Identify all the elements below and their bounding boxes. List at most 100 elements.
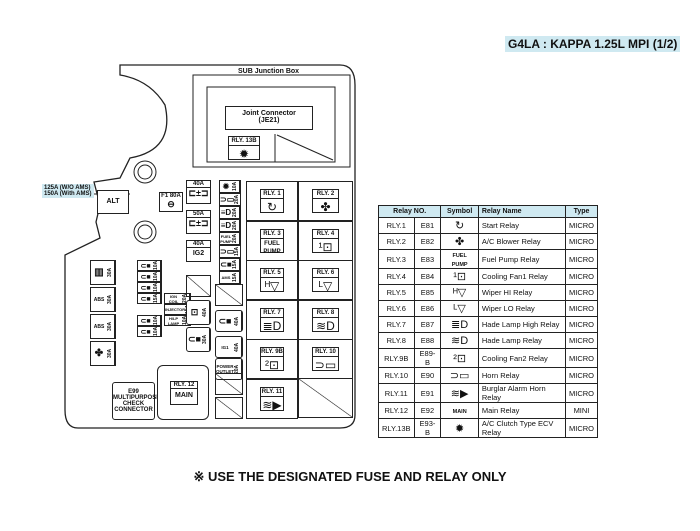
relay-no-cell: RLY.6 xyxy=(378,300,415,317)
relay-13b-label: RLY. 13B xyxy=(229,137,259,146)
relay-rly8[interactable]: RLY. 8≋D xyxy=(298,299,353,340)
relay-label: RLY. 6 xyxy=(313,269,338,278)
mini-fuse[interactable]: ⊂■10A xyxy=(137,326,162,337)
symbol-cell: ²⊡ xyxy=(440,348,479,368)
type-cell: MICRO xyxy=(564,332,599,349)
symbol-cell: ≋D xyxy=(440,332,479,349)
fuse-ac-clutch[interactable]: ✹10A xyxy=(219,180,241,193)
relay-13b[interactable]: RLY. 13B ✹ xyxy=(228,136,260,161)
fuse-left[interactable]: ✤30A xyxy=(90,341,116,366)
mini-fuse[interactable]: ⊂■10A xyxy=(137,271,162,282)
fuse-icon: ⊂■ xyxy=(140,284,151,292)
mini-fuse[interactable]: ⊂■10A xyxy=(137,282,162,293)
fuel-pump-icon: FUEL PUMP xyxy=(220,233,232,244)
fuel-pump-icon: FUEL PUMP xyxy=(451,253,468,268)
fuse-mid[interactable]: ⊂■30A xyxy=(186,327,211,352)
wiper-lo-icon: ᴸ▽ xyxy=(453,303,466,315)
ac-clutch-icon: ✹ xyxy=(455,422,465,435)
cooling-fan-2-icon: ²⊡ xyxy=(453,352,467,365)
header-symbol: Symbol xyxy=(440,205,479,218)
relay-label: RLY. 10 xyxy=(313,348,338,357)
fuse-rating: 10A xyxy=(153,260,161,270)
relay-name-cell: Cooling Fan2 Relay xyxy=(477,348,566,368)
fuse-battery[interactable]: ⊂■15A xyxy=(219,258,241,271)
relay-12[interactable]: RLY. 12 MAIN xyxy=(157,365,209,420)
battery-icon: ⊏±⊐ xyxy=(188,218,209,228)
fuse-rating: 30A xyxy=(107,288,115,311)
type-cell: MICRO xyxy=(564,268,599,285)
fuse-mid[interactable]: ⊂■40A xyxy=(215,310,243,332)
relay-rly2[interactable]: RLY. 2✤ xyxy=(298,181,353,221)
fuse-left[interactable]: ▥30A xyxy=(90,260,116,285)
fuse-rating: 10A xyxy=(232,181,240,192)
fuse-horn[interactable]: ⊃▭15A xyxy=(219,245,242,258)
e99-multipurpose-check-connector[interactable]: E99 MULTIPURPOSE CHECK CONNECTOR xyxy=(112,382,160,420)
connector-cell: E83 xyxy=(413,249,442,269)
fuse-50a[interactable]: 50A⊏±⊐ xyxy=(186,210,211,234)
relay-rly7[interactable]: RLY. 7≣D xyxy=(246,299,298,340)
fuse-rating: 30A xyxy=(107,261,115,284)
empty-slot xyxy=(215,397,243,419)
start-icon: ↻ xyxy=(455,220,465,232)
fuse-horn[interactable]: ⊃▭20A xyxy=(219,193,242,206)
mini-fuse[interactable]: ⊂■10A xyxy=(137,315,162,326)
fuse-label: IGN COIL xyxy=(168,293,179,304)
relay-rly10[interactable]: RLY. 10⊃▭ xyxy=(298,339,353,379)
lamp-icon: ≡D xyxy=(220,208,232,217)
abs-icon: ABS xyxy=(93,323,105,330)
wiper-hi-icon: ᴴ▽ xyxy=(453,287,467,299)
battery-icon: ⊂■ xyxy=(220,260,232,269)
cooling-fan-1-icon: ¹⊡ xyxy=(318,239,333,254)
fuse-rating: 40A xyxy=(234,311,242,331)
relay-rly1[interactable]: RLY. 1↻ xyxy=(246,181,298,221)
relay-name-cell: Wiper LO Relay xyxy=(477,300,566,317)
mini-fuse[interactable]: ⊂■15A xyxy=(137,293,162,304)
wiper-hi-icon: ᴴ▽ xyxy=(264,279,280,293)
connector-cell: E91 xyxy=(413,383,442,403)
sub-junction-box-title: SUB Junction Box xyxy=(238,68,300,75)
mini-fuse[interactable]: ⊂■10A xyxy=(137,260,162,271)
page-title: G4LA : KAPPA 1.25L MPI (1/2) xyxy=(505,36,681,52)
relay-12-label: RLY. 12 xyxy=(171,382,197,389)
fuse-rating: 40A xyxy=(234,337,242,357)
type-cell: MICRO xyxy=(564,284,599,301)
cooling-fan-2-icon: ²⊡ xyxy=(264,358,280,372)
fan-icon: ✤ xyxy=(94,348,104,359)
horn-icon: ⊃▭ xyxy=(314,358,337,372)
fuse-rating: 15A xyxy=(234,246,242,257)
fuse-rating: 30A xyxy=(202,328,210,351)
fuse-label: POWER OUTLET xyxy=(216,364,234,374)
empty-slot xyxy=(215,373,243,395)
alt-rating-label: 125A (W/O AMS) 150A (With AMS) xyxy=(42,184,94,198)
symbol-cell: FUEL PUMP xyxy=(440,249,479,269)
fuse-f1[interactable]: F1 80A⊖ xyxy=(159,192,183,212)
ac-clutch-icon: ✹ xyxy=(238,147,250,161)
relay-no-cell: RLY.10 xyxy=(378,367,415,384)
relay-no-cell: RLY.1 xyxy=(378,217,415,234)
symbol-cell: ¹⊡ xyxy=(440,268,479,285)
relay-rly11[interactable]: RLY. 11≋▶ xyxy=(246,378,298,419)
fuse-40a-1[interactable]: 40A⊏±⊐ xyxy=(186,180,211,204)
fuse-mid[interactable]: ⊡40A xyxy=(186,300,211,325)
fuse-rating: 30A xyxy=(107,315,115,338)
type-cell: MICRO xyxy=(564,249,599,269)
